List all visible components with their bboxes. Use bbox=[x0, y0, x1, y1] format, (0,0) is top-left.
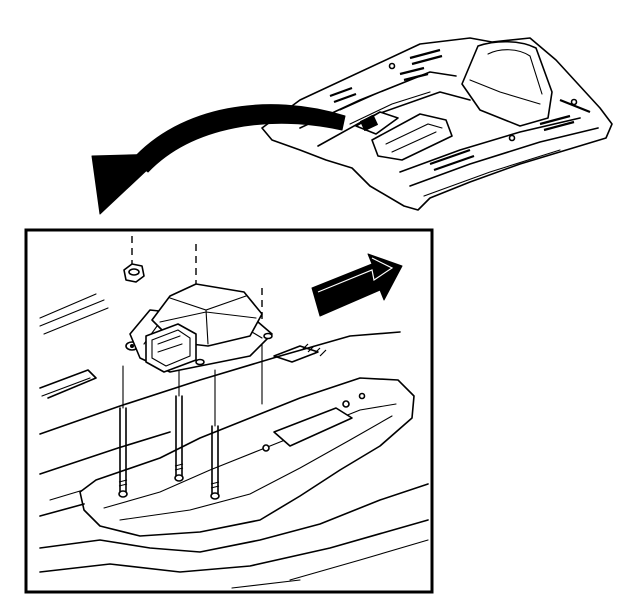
vehicle-front-arrow bbox=[311, 253, 403, 317]
sensing-diagnostic-module bbox=[129, 283, 273, 373]
vehicle-floor-pan bbox=[261, 37, 613, 211]
detail-view-frame bbox=[24, 228, 434, 594]
location-arrow bbox=[91, 104, 346, 215]
mounting-studs bbox=[118, 337, 263, 500]
retaining-nut bbox=[123, 263, 145, 351]
